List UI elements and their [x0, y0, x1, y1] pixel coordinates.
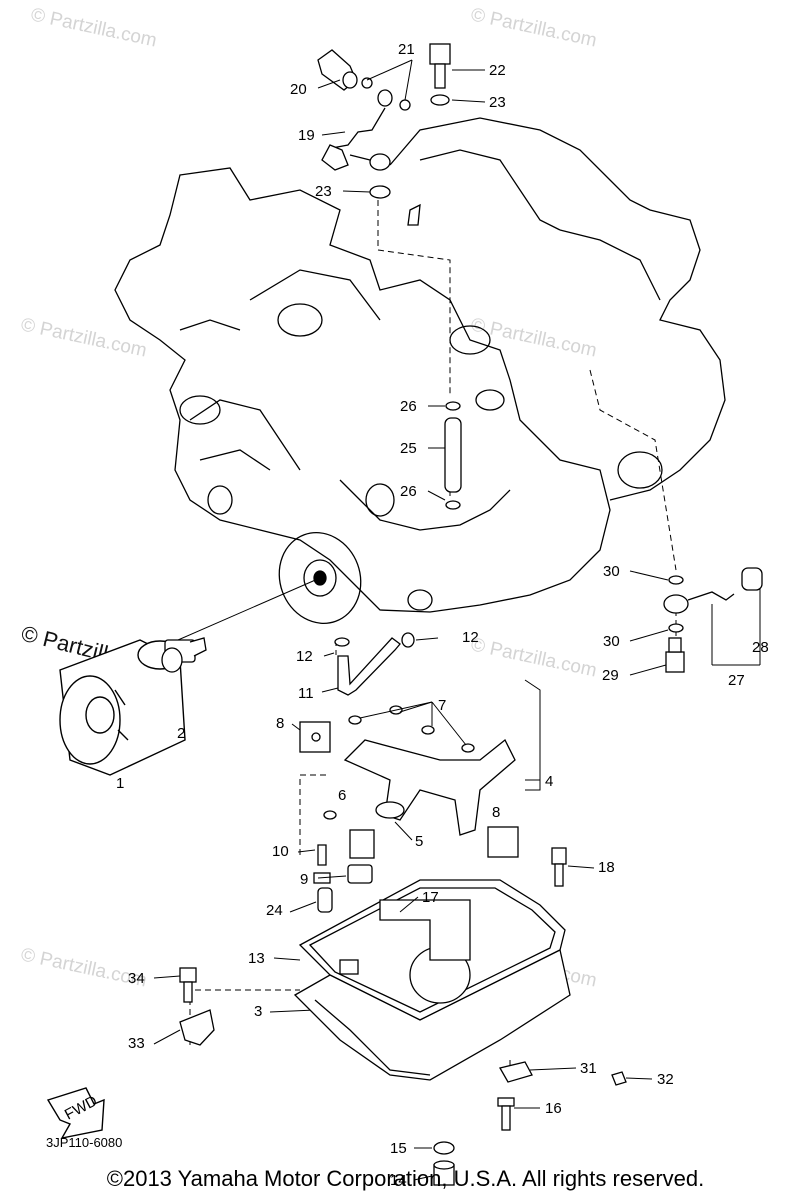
- callouts: 1 2 3 4 5 6 7 8 8 9 10 11 12 12 13 14 15…: [116, 41, 769, 1189]
- callout: 12: [462, 629, 479, 646]
- watermark: © Partzilla.com: [19, 314, 149, 361]
- pipe-11: [334, 632, 415, 696]
- callout: 8: [492, 804, 500, 821]
- union-bolt: [161, 637, 207, 673]
- callout: 12: [296, 648, 313, 665]
- callout: 5: [415, 833, 423, 850]
- callout: 32: [657, 1071, 674, 1088]
- callout: 11: [298, 685, 314, 702]
- callout: 24: [266, 902, 283, 919]
- watermark: © Partzilla.com: [469, 4, 599, 51]
- pipe-25: [444, 401, 462, 510]
- callout-leaders: [153, 59, 669, 1181]
- misc-hardware: [179, 847, 627, 1186]
- callout: 8: [276, 715, 284, 732]
- strainer-assembly: [299, 705, 519, 884]
- callout: 16: [545, 1100, 562, 1117]
- callout: 23: [315, 183, 332, 200]
- callout: 18: [598, 859, 615, 876]
- callout: 13: [248, 950, 265, 967]
- engine-crankcase: [114, 117, 726, 613]
- upper-fittings: [317, 43, 451, 226]
- watermark: © Partzilla.com: [469, 314, 599, 361]
- callout: 21: [398, 41, 415, 58]
- callout: 30: [603, 563, 620, 580]
- callout: 17: [422, 889, 439, 906]
- watermark: © Partzilla.com: [29, 4, 159, 51]
- callout: 2: [177, 725, 185, 742]
- callout: 7: [438, 697, 446, 714]
- callout: 23: [489, 94, 506, 111]
- callout: 31: [580, 1060, 597, 1077]
- callout: 4: [545, 773, 553, 790]
- callout: 26: [400, 483, 417, 500]
- callout: 20: [290, 81, 307, 98]
- callout: 10: [272, 843, 289, 860]
- callout: 28: [752, 639, 769, 656]
- oil-pan: [293, 879, 571, 1081]
- callout: 22: [489, 62, 506, 79]
- callout: 25: [400, 440, 417, 457]
- filter-mount: [278, 532, 362, 624]
- callout: 15: [390, 1140, 407, 1157]
- callout: 19: [298, 127, 315, 144]
- callout: 14: [390, 1172, 407, 1189]
- callout: 3: [254, 1003, 262, 1020]
- callout: 33: [128, 1035, 145, 1052]
- callout: 6: [338, 787, 346, 804]
- part-code: 3JP110-6080: [46, 1135, 123, 1150]
- callout: 34: [128, 970, 145, 987]
- right-fittings: [663, 567, 763, 673]
- oil-filter: [59, 639, 186, 776]
- copyright: ©2013 Yamaha Motor Corporation, U.S.A. A…: [106, 1166, 705, 1191]
- fwd-arrow: FWD: [46, 1087, 105, 1139]
- callout: 30: [603, 633, 620, 650]
- callout: 1: [116, 775, 124, 792]
- callout: 29: [602, 667, 619, 684]
- callout: 9: [300, 871, 308, 888]
- callout: 26: [400, 398, 417, 415]
- watermark: © Partzilla.com: [469, 634, 599, 681]
- callout: 27: [728, 672, 745, 689]
